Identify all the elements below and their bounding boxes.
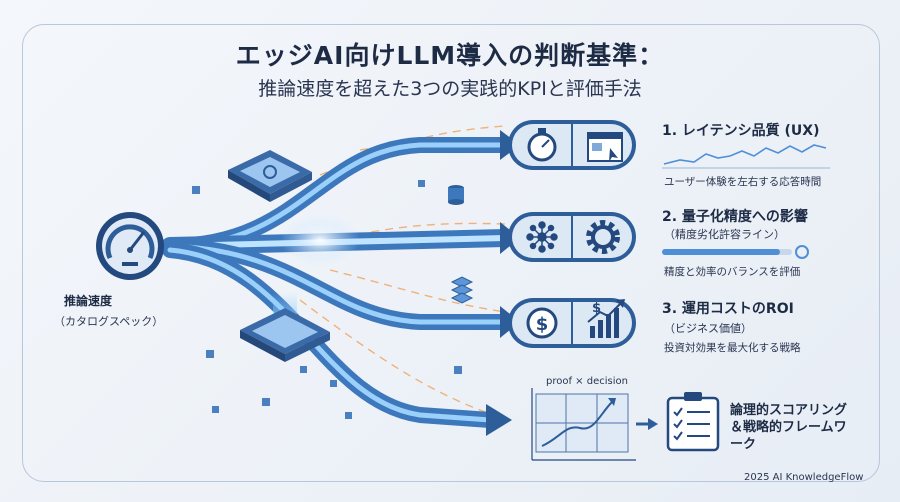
neural-network-icon <box>526 221 558 253</box>
source-label: 推論速度 <box>64 294 113 308</box>
svg-text:$: $ <box>592 301 601 316</box>
dollar-coin-icon: $ <box>526 307 558 339</box>
kpi-3-title: 3. 運用コストのROI <box>662 301 794 317</box>
latency-line-graph <box>662 144 830 169</box>
cpu-chip-icon <box>228 150 312 202</box>
arrow-to-clipboard <box>636 418 658 430</box>
arrowheads <box>486 130 520 436</box>
outcome-text: 論理的スコアリング ＆戦略的フレームワーク <box>730 403 848 452</box>
page-title: エッジAI向けLLM導入の判断基準： <box>235 41 665 70</box>
speedometer-icon <box>96 212 164 280</box>
accuracy-slider <box>662 245 809 259</box>
kpi-3-description: 投資対効果を最大化する戦略 <box>664 342 801 354</box>
source-sublabel: （カタログスペック） <box>54 315 164 328</box>
kpi-1-description: ユーザー体験を左右する応答時間 <box>664 176 822 188</box>
clipboard-checklist-icon <box>666 392 720 452</box>
kpi-2-sublabel: （精度劣化許容ライン） <box>664 228 785 241</box>
gear-icon <box>586 220 620 254</box>
stopwatch-icon <box>527 128 557 162</box>
kpi-2-title: 2. 量子化精度への影響 <box>662 209 808 225</box>
decision-chart <box>531 388 636 461</box>
floating-cubes <box>192 180 462 419</box>
page-subtitle: 推論速度を超えた3つの実践的KPIと評価手法 <box>258 78 642 100</box>
svg-text:$: $ <box>536 314 549 335</box>
kpi-1-title: 1. レイテンシ品質 (UX) <box>662 123 820 139</box>
chart-label: proof × decision <box>546 376 628 387</box>
layers-icon <box>450 276 474 304</box>
flow-streams <box>161 137 514 428</box>
footer-credit: 2025 AI KnowledgeFlow <box>744 472 864 483</box>
database-icon <box>448 185 464 205</box>
border-frame <box>22 24 880 482</box>
kpi-3-sublabel: （ビジネス価値） <box>664 322 752 335</box>
kpi-2-description: 精度と効率のバランスを評価 <box>664 266 801 278</box>
browser-window-icon <box>587 132 623 162</box>
growth-chart-icon: $ <box>587 299 625 338</box>
cpu-chip-icon <box>240 292 330 362</box>
